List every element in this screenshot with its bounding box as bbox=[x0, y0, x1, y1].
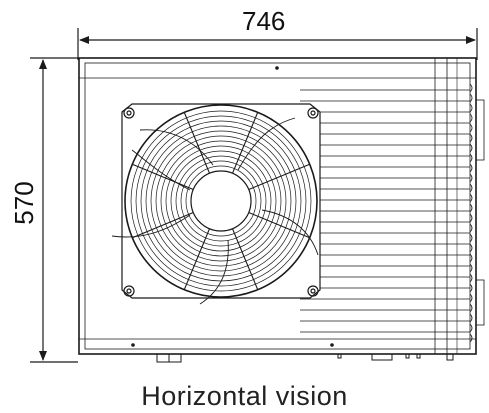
guard-spoke bbox=[248, 163, 310, 191]
coil-bend bbox=[469, 243, 473, 253]
coil-bend bbox=[469, 113, 473, 123]
coil-bend bbox=[469, 233, 473, 243]
coil-bend bbox=[469, 333, 473, 343]
height-dimension-label: 570 bbox=[9, 181, 39, 225]
coil-bend bbox=[469, 173, 473, 183]
guard-ring bbox=[130, 110, 312, 292]
coil-bend bbox=[469, 293, 473, 303]
drawing-caption: Horizontal vision bbox=[141, 381, 348, 411]
coil-bend bbox=[469, 83, 473, 93]
coil-bend bbox=[469, 133, 473, 143]
coil-bend bbox=[469, 153, 473, 163]
fan-hub bbox=[190, 170, 252, 232]
side-louvers bbox=[300, 89, 470, 333]
guard-ring bbox=[135, 115, 307, 287]
width-dimension bbox=[77, 28, 478, 60]
coil-bend bbox=[469, 193, 473, 203]
coil-bend bbox=[469, 203, 473, 213]
coil-bend bbox=[469, 323, 473, 333]
coil-bend bbox=[469, 303, 473, 313]
width-dimension-label: 746 bbox=[242, 6, 286, 36]
coil-bend bbox=[469, 253, 473, 263]
guard-ring bbox=[175, 155, 267, 247]
screws bbox=[131, 66, 334, 347]
coil-bend bbox=[469, 313, 473, 323]
guard-ring bbox=[150, 130, 292, 272]
guard-ring bbox=[180, 160, 262, 242]
guard-spoke bbox=[132, 211, 194, 239]
right-coil bbox=[469, 83, 485, 343]
coil-bend bbox=[469, 123, 473, 133]
guard-spoke bbox=[132, 163, 194, 191]
fan-blades bbox=[111, 117, 319, 305]
height-dimension bbox=[30, 57, 78, 363]
guard-spoke bbox=[231, 112, 259, 174]
coil-bend bbox=[469, 213, 473, 223]
coil-bend bbox=[469, 143, 473, 153]
guard-ring bbox=[155, 135, 287, 267]
coil-bend bbox=[469, 273, 473, 283]
coil-bend bbox=[469, 223, 473, 233]
coil-bend bbox=[469, 263, 473, 273]
guard-ring bbox=[160, 140, 282, 262]
bottom-fittings bbox=[156, 353, 454, 363]
coil-bend bbox=[469, 103, 473, 113]
guard-ring bbox=[185, 165, 257, 237]
guard-ring bbox=[170, 150, 272, 252]
guard-spoke bbox=[231, 228, 259, 290]
guard-spoke bbox=[248, 211, 310, 239]
coil-bend bbox=[469, 183, 473, 193]
unit-body bbox=[78, 57, 477, 355]
guard-ring bbox=[145, 125, 297, 277]
guard-ring bbox=[165, 145, 277, 257]
coil-bend bbox=[469, 283, 473, 293]
guard-spoke bbox=[183, 228, 211, 290]
fan-guard bbox=[124, 104, 318, 298]
coil-bend bbox=[469, 163, 473, 173]
guard-spoke bbox=[183, 112, 211, 174]
coil-bend bbox=[469, 93, 473, 103]
